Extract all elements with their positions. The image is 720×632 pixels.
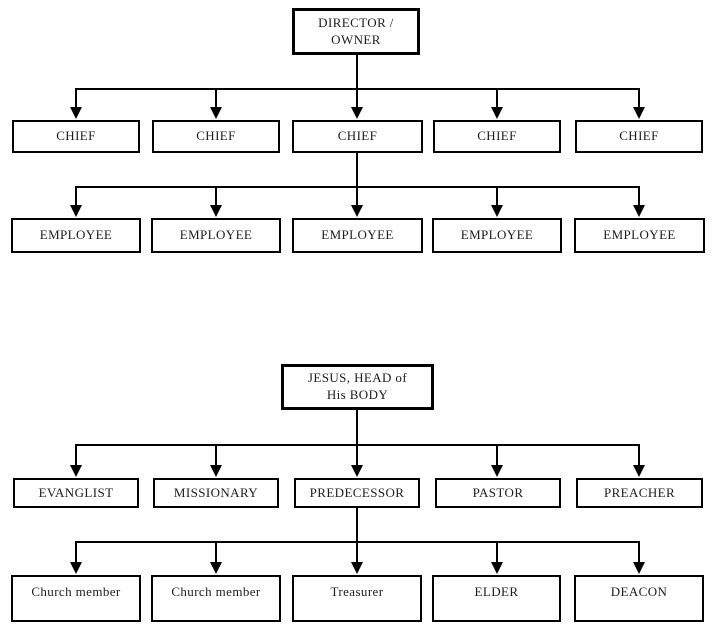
elder-box: ELDER: [432, 575, 561, 622]
connector-bus: [75, 541, 640, 543]
chief-box-1: CHIEF: [12, 120, 140, 153]
connector-stem: [356, 153, 358, 205]
arrowhead-down-icon: [351, 562, 363, 574]
evanglist-box: EVANGLIST: [13, 478, 139, 508]
chief-box-3: CHIEF: [292, 120, 423, 153]
employee-label: EMPLOYEE: [603, 227, 676, 243]
arrowhead-down-icon: [351, 107, 363, 119]
connector-bus: [75, 88, 640, 90]
connector-drop: [215, 543, 217, 562]
director-owner-label-line2: OWNER: [331, 31, 381, 47]
missionary-box: MISSIONARY: [153, 478, 279, 508]
arrowhead-down-icon: [351, 465, 363, 477]
arrowhead-down-icon: [633, 107, 645, 119]
chief-label: CHIEF: [196, 128, 236, 144]
minister-label: PASTOR: [472, 484, 524, 500]
connector-drop: [75, 543, 77, 562]
connector-drop: [75, 188, 77, 205]
arrowhead-down-icon: [633, 562, 645, 574]
connector-stem: [356, 508, 358, 562]
employee-box-3: EMPLOYEE: [292, 218, 423, 253]
chief-label: CHIEF: [56, 128, 96, 144]
member-label: ELDER: [474, 584, 519, 599]
connector-drop: [496, 188, 498, 205]
arrowhead-down-icon: [633, 205, 645, 217]
preacher-box: PREACHER: [576, 478, 703, 508]
connector-drop: [496, 543, 498, 562]
arrowhead-down-icon: [70, 205, 82, 217]
jesus-head-label-line2: His BODY: [326, 387, 389, 402]
arrowhead-down-icon: [633, 465, 645, 477]
employee-box-2: EMPLOYEE: [151, 218, 281, 253]
connector-stem: [356, 55, 358, 107]
member-label: DEACON: [610, 584, 668, 599]
treasurer-box: Treasurer: [292, 575, 422, 622]
chief-box-5: CHIEF: [575, 120, 703, 153]
arrowhead-down-icon: [210, 465, 222, 477]
connector-drop: [638, 543, 640, 562]
arrowhead-down-icon: [70, 465, 82, 477]
chief-label: CHIEF: [477, 128, 517, 144]
member-label: Church member: [31, 584, 121, 599]
arrowhead-down-icon: [210, 205, 222, 217]
minister-label: PREDECESSOR: [309, 484, 405, 500]
church-member-box-2: Church member: [151, 575, 281, 622]
connector-drop: [638, 90, 640, 107]
employee-box-4: EMPLOYEE: [432, 218, 562, 253]
director-owner-box: DIRECTOR / OWNER: [292, 8, 420, 55]
connector-bus: [75, 444, 640, 446]
connector-drop: [496, 90, 498, 107]
chief-box-2: CHIEF: [152, 120, 280, 153]
connector-drop: [638, 446, 640, 465]
connector-stem: [356, 410, 358, 465]
minister-label: PREACHER: [603, 484, 676, 500]
member-label: Treasurer: [330, 584, 384, 599]
employee-label: EMPLOYEE: [39, 227, 113, 243]
minister-label: MISSIONARY: [173, 484, 259, 500]
arrowhead-down-icon: [351, 205, 363, 217]
connector-drop: [75, 446, 77, 465]
connector-bus: [75, 186, 640, 188]
connector-drop: [75, 90, 77, 107]
employee-label: EMPLOYEE: [460, 227, 534, 243]
chief-label: CHIEF: [337, 128, 378, 144]
jesus-head-box: JESUS, HEAD of His BODY: [281, 364, 434, 410]
employee-box-5: EMPLOYEE: [574, 218, 705, 253]
arrowhead-down-icon: [210, 107, 222, 119]
connector-drop: [215, 446, 217, 465]
deacon-box: DEACON: [574, 575, 704, 622]
arrowhead-down-icon: [210, 562, 222, 574]
arrowhead-down-icon: [70, 562, 82, 574]
arrowhead-down-icon: [491, 465, 503, 477]
arrowhead-down-icon: [491, 107, 503, 119]
employee-label: EMPLOYEE: [179, 227, 253, 243]
church-member-box-1: Church member: [11, 575, 141, 622]
connector-drop: [215, 90, 217, 107]
pastor-box: PASTOR: [435, 478, 561, 508]
employee-label: EMPLOYEE: [321, 227, 394, 243]
connector-drop: [215, 188, 217, 205]
employee-box-1: EMPLOYEE: [11, 218, 141, 253]
predecessor-box: PREDECESSOR: [294, 478, 420, 508]
minister-label: EVANGLIST: [38, 484, 114, 500]
connector-drop: [638, 188, 640, 205]
connector-drop: [496, 446, 498, 465]
jesus-head-label-line1: JESUS, HEAD of: [307, 370, 408, 386]
director-owner-label-line1: DIRECTOR /: [318, 14, 394, 30]
arrowhead-down-icon: [491, 205, 503, 217]
arrowhead-down-icon: [70, 107, 82, 119]
chief-box-4: CHIEF: [433, 120, 561, 153]
chief-label: CHIEF: [619, 128, 659, 144]
member-label: Church member: [171, 584, 261, 599]
arrowhead-down-icon: [491, 562, 503, 574]
